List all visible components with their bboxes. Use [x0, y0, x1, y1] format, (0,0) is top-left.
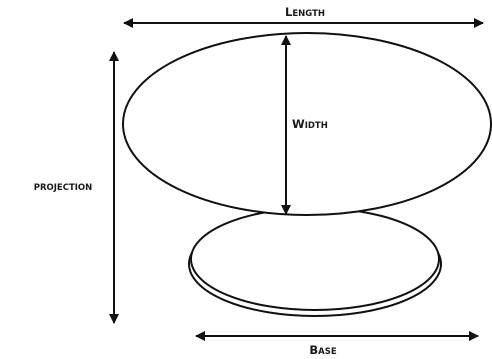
length-label: LENGTH	[285, 5, 325, 19]
base-ellipse-upper	[190, 207, 440, 311]
base-label: BASE	[309, 343, 336, 357]
base-shape	[188, 207, 442, 317]
width-label: WIDTH	[292, 117, 328, 131]
top-ellipse	[122, 32, 492, 216]
projection-label: PROJECTION	[34, 183, 93, 193]
